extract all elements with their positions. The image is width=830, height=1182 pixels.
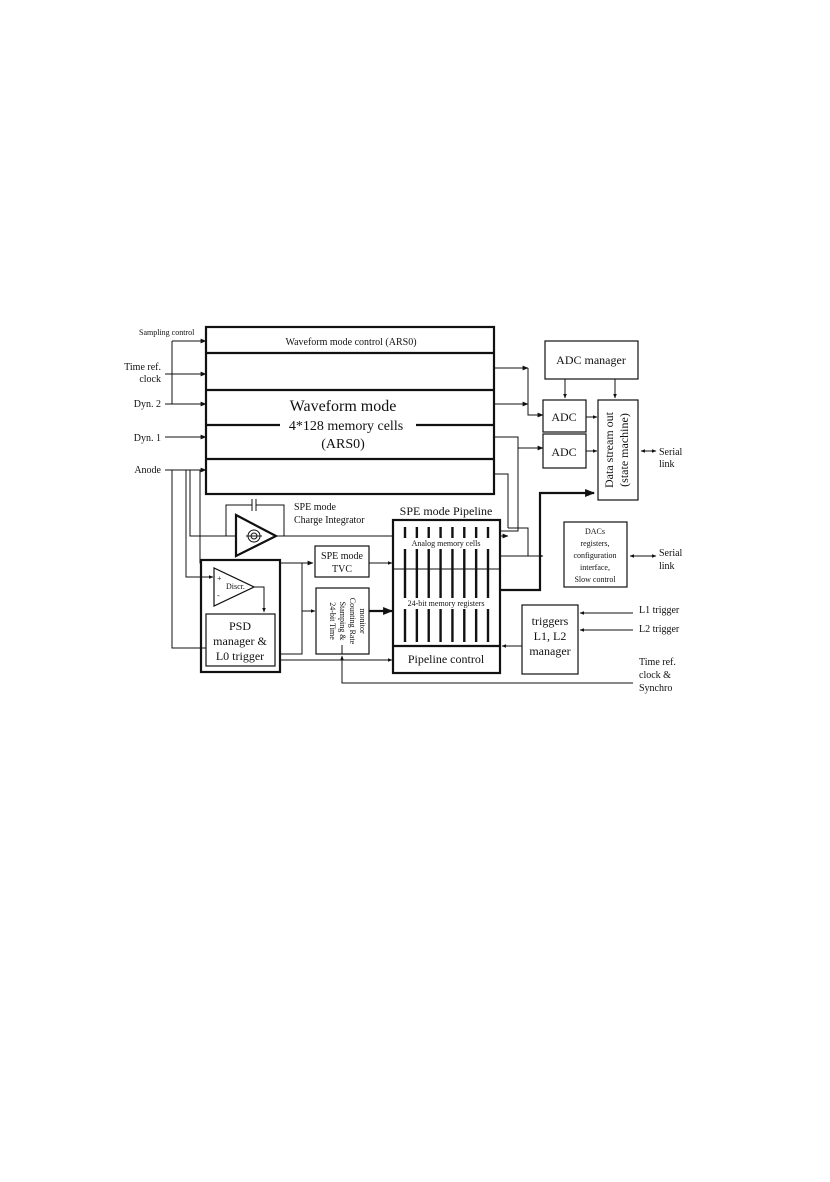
l2-trigger-label: L2 trigger <box>639 624 680 635</box>
pipeline-title: SPE mode Pipeline <box>400 504 493 518</box>
triggers-manager: triggers L1, L2 manager <box>521 604 579 675</box>
spe-tvc: SPE mode TVC <box>314 545 370 578</box>
dacs-line1: DACs <box>585 527 605 536</box>
time-ref-clock-label: Time ref. <box>124 362 161 373</box>
spe-integrator-label: SPE mode <box>294 502 337 513</box>
timestamp-line4: monitor <box>358 608 367 634</box>
state-machine-label: (state machine) <box>617 413 631 487</box>
adc-2: ADC <box>542 433 587 469</box>
data-stream-label: Data stream out <box>602 411 616 488</box>
analog-memory-cells-label: Analog memory cells <box>412 539 481 548</box>
triggers-line1: triggers <box>532 614 569 628</box>
timestamp-line3: Counting Rate <box>348 598 357 645</box>
psd-label: PSD <box>229 619 251 633</box>
dacs-line5: Slow control <box>574 575 616 584</box>
time-ref-synchro-label-3: Synchro <box>639 683 672 694</box>
l0-trigger-label: L0 trigger <box>216 649 264 663</box>
timestamp-block: 24-bit Time Stamping & Counting Rate mon… <box>315 587 370 655</box>
psd-manager-label: manager & <box>213 634 267 648</box>
dacs-line4: interface, <box>580 563 610 572</box>
waveform-memory-cells: 4*128 memory cells <box>289 419 403 434</box>
timestamp-line1: 24-bit Time <box>328 602 337 640</box>
time-ref-clock-label-2: clock <box>139 374 161 385</box>
anode-label: Anode <box>134 465 161 476</box>
adc-manager-label: ADC manager <box>556 353 626 367</box>
discr-label: Discr. <box>226 582 245 591</box>
adc-manager: ADC manager <box>544 340 639 399</box>
time-ref-synchro-label-2: clock & <box>639 670 671 681</box>
dacs-line2: registers, <box>580 539 609 548</box>
pipeline-control-label: Pipeline control <box>408 652 485 666</box>
serial-link-label-2b: link <box>659 561 675 572</box>
adc-2-label: ADC <box>551 445 576 459</box>
spe-pipeline: SPE mode Pipeline Analog memory cells 24… <box>391 504 502 675</box>
dyn1-label: Dyn. 1 <box>134 433 161 444</box>
sampling-control-label: Sampling control <box>139 328 195 337</box>
timestamp-line2: Stamping & <box>338 602 347 642</box>
waveform-output-wires <box>494 365 544 528</box>
spe-integrator-label-2: Charge Integrator <box>294 515 365 526</box>
serial-link-label-1: Serial <box>659 447 683 458</box>
triggers-line3: manager <box>529 644 570 658</box>
adc-1-label: ADC <box>551 410 576 424</box>
adc-1: ADC <box>542 399 587 433</box>
waveform-ars0: (ARS0) <box>321 437 365 452</box>
serial-link-label-1b: link <box>659 459 675 470</box>
triggers-line2: L1, L2 <box>534 629 567 643</box>
l1-trigger-label: L1 trigger <box>639 605 680 616</box>
tvc-label-2: TVC <box>332 564 352 575</box>
input-wires <box>165 338 207 473</box>
data-stream-out: Data stream out (state machine) <box>597 399 639 501</box>
dacs-line3: configuration <box>573 551 616 560</box>
dyn2-label: Dyn. 2 <box>134 399 161 410</box>
time-ref-synchro-label-1: Time ref. <box>639 657 676 668</box>
waveform-control-label: Waveform mode control (ARS0) <box>285 337 416 348</box>
tvc-label-1: SPE mode <box>321 551 364 562</box>
discr-plus: + <box>217 574 222 583</box>
waveform-block: Waveform mode control (ARS0) Waveform mo… <box>204 325 496 496</box>
discr-minus: - <box>217 591 220 600</box>
waveform-mode-title: Waveform mode <box>290 398 397 415</box>
memory-registers-label: 24-bit memory registers <box>408 599 485 608</box>
psd-block: Discr. + - PSD manager & L0 trigger <box>199 558 282 674</box>
serial-link-label-2: Serial <box>659 548 683 559</box>
dacs-block: DACs registers, configuration interface,… <box>563 521 628 588</box>
